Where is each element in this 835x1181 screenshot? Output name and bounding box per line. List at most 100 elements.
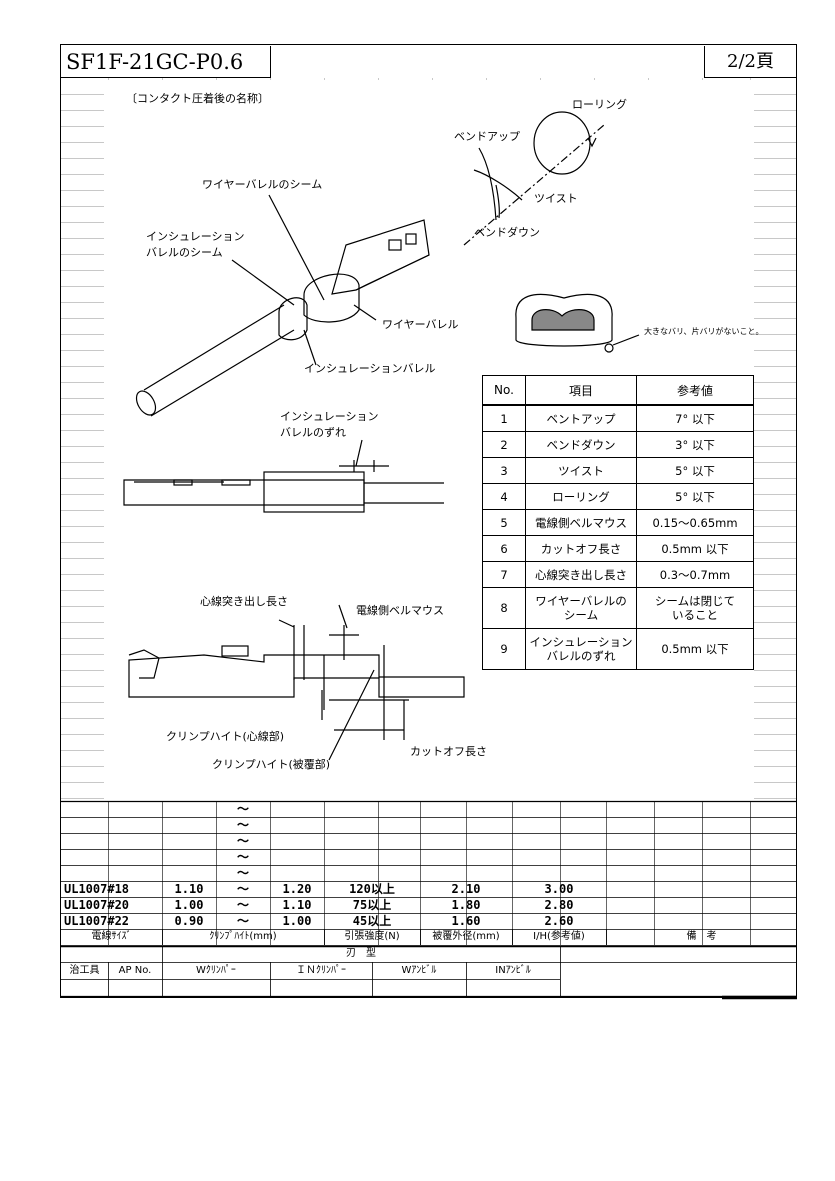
ref-cell-no-line: 2 [500, 437, 508, 452]
crimp-min-cell: 1.00 [174, 898, 204, 912]
ref-cell-no-line: 8 [500, 601, 508, 615]
label-insulation-shift-1: インシュレーション [280, 410, 379, 423]
ih-cell: 2.60 [544, 914, 574, 928]
ref-cell-no-line: 3 [500, 463, 508, 478]
rolling-arrow [587, 137, 597, 148]
ref-cell-value: 0.15～0.65mm [636, 509, 754, 536]
label-burr-note: 大きなバリ、片バリがないこと。 [644, 327, 764, 336]
ref-cell-item-line: ローリング [552, 489, 610, 504]
pull-strength-cell: 45以上 [352, 914, 392, 928]
ref-cell-no-line: 7 [500, 567, 508, 582]
tilde-mark: ～ [236, 914, 249, 928]
terminal-body [331, 219, 430, 295]
label-bend-down: ベンドダウン [474, 226, 540, 239]
label-rolling: ローリング [572, 98, 627, 111]
label-wire-barrel: ワイヤーバレル [382, 318, 459, 331]
ref-row: 3 ツイスト 5° 以下 [482, 457, 754, 484]
side-view-bottom [128, 654, 465, 698]
ref-row: 7 心線突き出し長さ 0.3～0.7mm [482, 561, 754, 588]
crimp-max-cell: 1.00 [282, 914, 312, 928]
ref-cell-value-line: シームは閉じて [654, 594, 736, 608]
ref-row: 4 ローリング 5° 以下 [482, 483, 754, 510]
label-bend-up: ベンドアップ [454, 130, 520, 143]
crimp-min-cell: 0.90 [174, 914, 204, 928]
ref-cell-item: 心線突き出し長さ [525, 561, 637, 588]
header-die: 刃 型 [346, 948, 376, 959]
page-number: 2/2頁 [704, 46, 796, 78]
ref-header-item: 項目 [525, 375, 637, 406]
header-ih: I/H(参考値) [533, 931, 585, 942]
ref-cell-item-line: ベントアップ [546, 411, 616, 426]
bend-up-arrow [478, 147, 497, 221]
wire-size-cell: UL1007#22 [64, 914, 130, 928]
ref-cell-item-line: インシュレーション [529, 635, 633, 649]
ref-cell-no-line: 6 [500, 541, 508, 556]
ref-cell-item-line: ベンドダウン [546, 437, 616, 452]
tilde-mark: ～ [236, 850, 249, 864]
ref-header-no: No. [482, 375, 526, 406]
ref-cell-value-line: 5° 以下 [675, 489, 715, 504]
tilde-mark: ～ [236, 882, 249, 896]
ref-cell-value: 7° 以下 [636, 404, 754, 432]
ref-cell-item-line: 電線側ベルマウス [535, 515, 627, 530]
insulation-barrel [278, 297, 308, 341]
outer-diameter-cell: 1.60 [451, 914, 481, 928]
ref-cell-item: ベンドダウン [525, 431, 637, 458]
ref-cell-item-line: ワイヤーバレルの [535, 594, 627, 608]
wire-end [135, 390, 157, 416]
ref-cell-item-line: ツイスト [558, 463, 604, 478]
ref-cell-no-line: 9 [500, 642, 508, 656]
ref-cell-value-line: 5° 以下 [675, 463, 715, 478]
ref-cell-no-line: 1 [500, 411, 508, 426]
ref-cell-item: ローリング [525, 483, 637, 510]
ref-cell-value-line: 3° 以下 [675, 437, 715, 452]
label-core-protrusion: 心線突き出し長さ [200, 595, 288, 608]
header-remarks: 備 考 [686, 931, 717, 942]
header-ap-no: AP No. [118, 965, 152, 976]
header-crimp-height: ｸﾘﾝﾌﾟﾊｲﾄ(mm) [209, 931, 277, 942]
label-crimp-height-core: クリンプハイト(心線部) [166, 730, 285, 743]
ih-cell: 3.00 [544, 882, 574, 896]
header-outer-diameter: 被覆外径(mm) [432, 931, 500, 942]
ref-cell-no: 9 [482, 628, 526, 670]
ih-cell: 2.80 [544, 898, 574, 912]
tilde-mark: ～ [236, 834, 249, 848]
ref-cell-item-line: 心線突き出し長さ [535, 567, 627, 582]
ref-cell-item: インシュレーションバレルのずれ [525, 628, 637, 670]
ref-cell-value: 5° 以下 [636, 457, 754, 484]
ref-cell-value-line: 0.3～0.7mm [659, 567, 731, 582]
wire-size-cell: UL1007#18 [64, 882, 130, 896]
document-title: SF1F-21GC-P0.6 [61, 46, 271, 78]
caption: 〔コンタクト圧着後の名称〕 [126, 92, 269, 105]
label-insulation-barrel: インシュレーションバレル [304, 362, 436, 375]
header-in-crimper: ＩＮｸﾘﾝﾊﾟｰ [296, 965, 346, 976]
wire-barrel [303, 273, 360, 323]
terminal-window [388, 239, 402, 251]
header-pull-strength: 引張強度(N) [344, 931, 400, 942]
crimp-max-cell: 1.10 [282, 898, 312, 912]
leader-wire-seam [268, 194, 325, 301]
tilde-mark: ～ [236, 866, 249, 880]
ref-cell-item: ツイスト [525, 457, 637, 484]
outer-diameter-cell: 2.10 [451, 882, 481, 896]
ref-cell-value: 0.5mm 以下 [636, 628, 754, 670]
header-wire-size: 電線ｻｲｽﾞ [91, 931, 132, 942]
ref-cell-value-line: いること [672, 608, 718, 622]
tilde-mark: ～ [236, 802, 249, 816]
label-insulation-seam-2: バレルのシーム [146, 246, 223, 259]
ref-cell-item: ワイヤーバレルのシーム [525, 587, 637, 629]
label-crimp-height-insul: クリンプハイト(被覆部) [212, 758, 331, 771]
ref-cell-no: 7 [482, 561, 526, 588]
ref-cell-no-line: 4 [500, 489, 508, 504]
pull-strength-cell: 120以上 [349, 882, 395, 896]
label-insulation-seam-1: インシュレーション [146, 230, 245, 243]
header-in-anvil: INｱﾝﾋﾞﾙ [495, 965, 531, 976]
diagram-drawing [123, 111, 640, 761]
header-jig: 治工具 [69, 965, 100, 976]
